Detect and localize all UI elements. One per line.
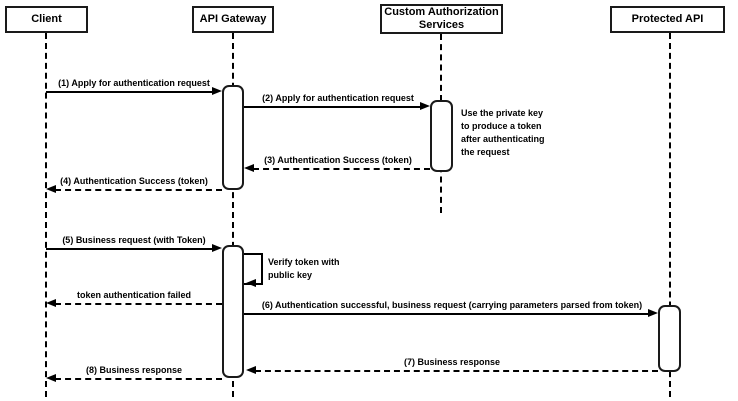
arrowhead-right-icon [420,102,430,110]
actor-protected-api-label: Protected API [631,13,704,25]
arrowhead-right-icon [212,87,222,95]
self-message-label: Verify token with public key [268,257,340,280]
actor-client: Client [5,6,88,33]
arrowhead-left-icon [46,374,56,382]
arrowhead-right-icon [212,244,222,252]
note-private-key: Use the private key to produce a token a… [461,108,545,157]
lifeline-protected-api [669,33,671,397]
message-8-line [55,378,222,380]
message-4-line [55,189,222,191]
arrowhead-left-icon [246,279,256,287]
actor-custom-authorization-services: Custom Authorization Services [380,4,503,34]
message-1-line [46,91,214,93]
message-2-line [244,106,422,108]
message-6-label: (6) Authentication successful, business … [261,300,643,310]
activation-custom-authorization-services [430,100,453,172]
message-1-label: (1) Apply for authentication request [58,78,210,88]
actor-api-gateway-label: API Gateway [199,13,267,25]
arrowhead-left-icon [246,366,256,374]
arrowhead-left-icon [244,164,254,172]
message-4-label: (4) Authentication Success (token) [60,176,208,186]
message-token-failed-label: token authentication failed [76,290,191,300]
message-token-failed-line [55,303,222,305]
message-2-label: (2) Apply for authentication request [262,93,414,103]
message-7-label: (7) Business response [403,357,501,367]
message-5-line [46,248,214,250]
actor-client-label: Client [31,13,62,25]
message-8-label: (8) Business response [85,365,183,375]
actor-api-gateway: API Gateway [192,6,274,33]
activation-api-gateway-1 [222,85,244,190]
message-3-line [253,168,430,170]
arrowhead-right-icon [648,309,658,317]
actor-custom-authorization-services-label: Custom Authorization Services [384,6,499,31]
message-6-line [244,313,650,315]
activation-protected-api [658,305,681,372]
arrowhead-left-icon [46,185,56,193]
activation-api-gateway-2 [222,245,244,378]
message-5-label: (5) Business request (with Token) [62,235,206,245]
lifeline-client [45,33,47,397]
arrowhead-left-icon [46,299,56,307]
message-7-line [255,370,658,372]
actor-protected-api: Protected API [610,6,725,33]
lifeline-api-gateway [232,33,234,397]
message-3-label: (3) Authentication Success (token) [264,155,412,165]
